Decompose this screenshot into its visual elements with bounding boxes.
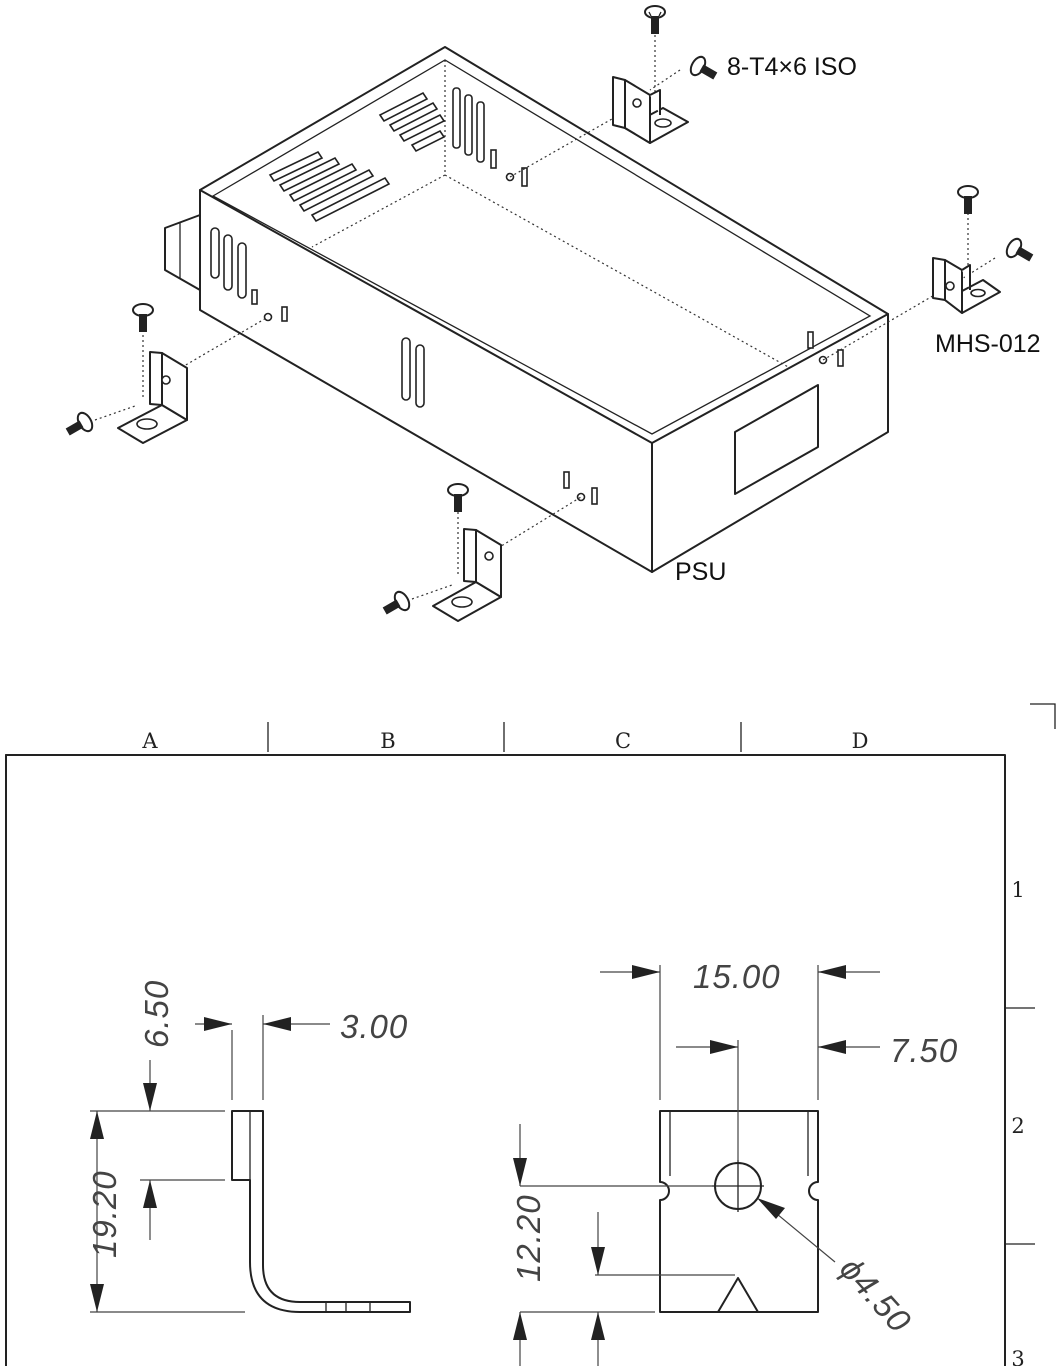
vent-slots-front (401, 337, 598, 505)
psu-window (734, 384, 819, 495)
screw-icon (382, 590, 411, 615)
zone-label-row: 2 (1011, 1114, 1024, 1138)
zone-label-col: B (380, 729, 395, 753)
mounting-bracket-rear (612, 76, 689, 144)
psu-enclosure (164, 46, 889, 573)
screw-icon (447, 483, 469, 512)
zone-label-col: C (615, 729, 631, 753)
zone-label-col: D (852, 729, 869, 753)
bracket-callout: MHS-012 (935, 330, 1041, 358)
screw-icon (1005, 237, 1034, 262)
bracket-drawing-sheet: A B C D 1 2 3 6.50 3.00 (5, 703, 1056, 1366)
dim-width: 15.00 (693, 958, 781, 995)
dim-total-height: 19.20 (86, 1170, 123, 1258)
screw-icon (132, 303, 154, 332)
dim-hole-diameter: ϕ4.50 (833, 1250, 919, 1340)
screw-icon (644, 5, 666, 34)
screw-icon (689, 55, 718, 80)
vent-slots-rear (268, 91, 446, 223)
mounting-bracket-front (432, 528, 502, 622)
dim-flange-height: 6.50 (138, 980, 175, 1048)
psu-assembly-view: 8-T4×6 ISO MHS-012 PSU (65, 5, 1041, 622)
dim-hole-offset: 7.50 (890, 1032, 958, 1069)
zone-label-row: 1 (1011, 878, 1024, 902)
psu-callout: PSU (675, 558, 726, 586)
dim-thickness: 3.00 (340, 1008, 408, 1045)
vent-slots-inner (452, 87, 528, 187)
zone-label-row: 3 (1011, 1347, 1024, 1366)
bracket-side-view: 6.50 3.00 19.20 (86, 980, 411, 1313)
dim-hole-height: 12.20 (510, 1194, 547, 1282)
screw-icon (65, 411, 94, 436)
mounting-bracket-right (932, 257, 1001, 314)
mounting-bracket-left (117, 351, 188, 444)
sheet-border (5, 754, 1006, 1366)
vent-slots-side (210, 227, 288, 322)
screw-icons (65, 5, 1034, 615)
bracket-front-view: 15.00 7.50 12.20 ϕ4.50 (510, 958, 958, 1366)
screw-icon (957, 185, 979, 214)
screw-callout: 8-T4×6 ISO (727, 53, 857, 81)
zone-label-col: A (141, 729, 158, 753)
